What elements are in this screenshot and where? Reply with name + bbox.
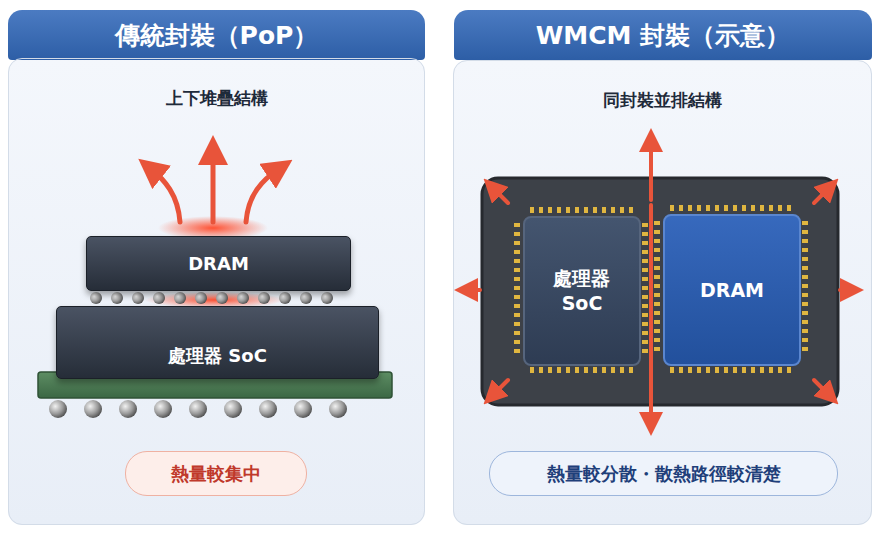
label-text: WMCM 封裝（示意） xyxy=(536,19,790,52)
panel-ground xyxy=(8,58,425,525)
package-substrate xyxy=(482,178,838,405)
label-text: DRAM xyxy=(188,253,249,274)
panel: 同封裝並排結構處理器 SoC DRAM 熱量較分散・散熱路徑較清楚 xyxy=(453,60,872,525)
label-text: 熱量較集中 xyxy=(171,462,261,486)
solder-balls xyxy=(90,292,333,304)
panel-header: 傳統封裝（PoP） xyxy=(8,10,425,60)
heat-arrows xyxy=(466,140,852,424)
panel-subtitle: 同封裝並排結構 xyxy=(454,89,871,112)
panel-subtitle: 上下堆疊結構 xyxy=(9,87,424,110)
heat-arrows xyxy=(150,150,280,222)
soc-chip: 處理器 SoC xyxy=(56,306,379,379)
solder-balls xyxy=(49,400,347,418)
label-text: 熱量較分散・散熱路徑較清楚 xyxy=(547,462,781,486)
panel-ground xyxy=(453,60,872,525)
label-text: 處理器 SoC xyxy=(168,344,267,368)
panel-header: WMCM 封裝（示意） xyxy=(454,10,872,60)
panel: 上下堆疊結構 DRAM 處理器 SoC 熱量較集中 xyxy=(8,58,425,525)
note-pill: 熱量較分散・散熱路徑較清楚 xyxy=(489,451,838,496)
dram-chip: DRAM xyxy=(86,236,351,291)
soc-chip: 處理器 SoC xyxy=(523,216,641,366)
label-text: DRAM xyxy=(700,279,764,301)
chip-pins xyxy=(514,205,808,373)
label-text: 處理器 SoC xyxy=(542,266,622,315)
note-pill: 熱量較集中 xyxy=(125,451,307,496)
label-text: 傳統封裝（PoP） xyxy=(115,19,319,52)
dram-chip: DRAM xyxy=(663,214,801,366)
